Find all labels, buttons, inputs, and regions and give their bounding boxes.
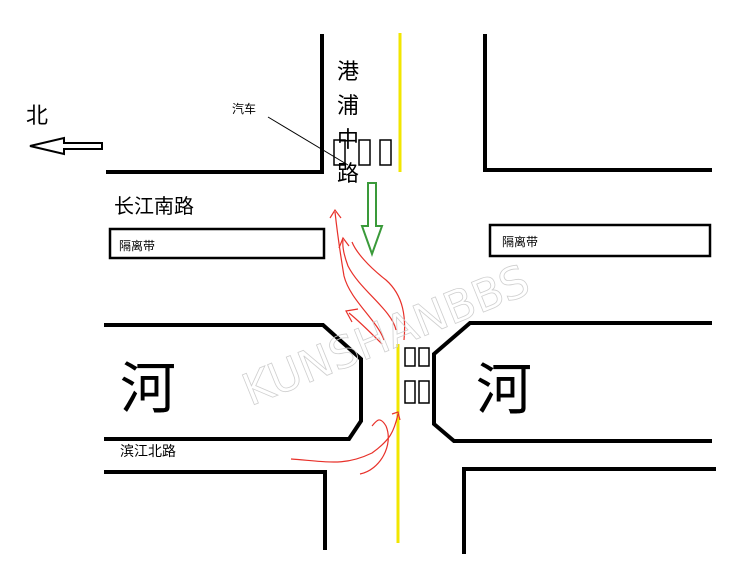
median-left-box [108,227,326,260]
median-right-label: 隔离带 [502,235,539,249]
north-arrow-icon [29,136,103,156]
median-right-box [488,223,712,258]
river-right-bank [432,321,712,443]
green-down-arrow-icon [360,182,384,257]
median-left-label: 隔离带 [119,239,156,253]
road-name-vertical: 港浦中路 [337,60,360,187]
nw-curb [106,34,324,174]
north-label: 北 [26,104,49,129]
car-label: 汽车 [232,102,257,116]
road-name-bottom: 滨江北路 [120,444,176,460]
river-left-label: 河 [120,357,176,422]
ne-curb [483,34,712,172]
vehicle-paths [290,208,406,475]
road-edges [104,34,716,554]
river-left-bank [104,323,363,441]
road-name-horizontal: 长江南路 [114,194,194,218]
car-leader-line [267,116,349,166]
sw-curb [104,470,327,550]
se-curb [462,467,716,554]
car-box-icon [333,139,392,166]
river-right-label: 河 [476,358,532,423]
car-box-icon [404,347,430,404]
